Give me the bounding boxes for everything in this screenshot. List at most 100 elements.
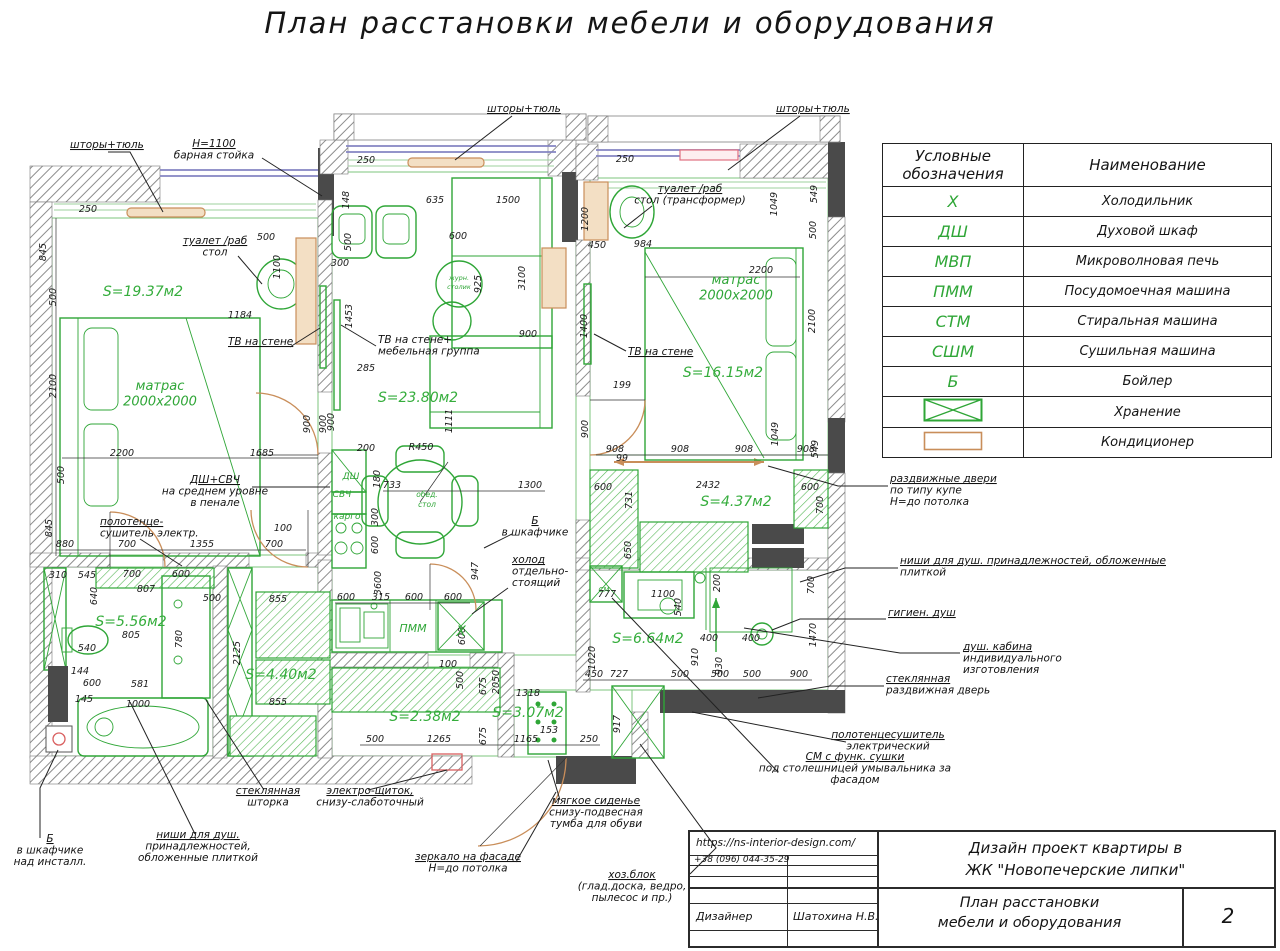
- callout-label: фасадом: [830, 774, 879, 786]
- dimension-text: 917: [612, 715, 623, 733]
- dimension-text: 900: [302, 415, 313, 433]
- coffee-table-icon: [432, 260, 483, 341]
- dimension-text: 500: [257, 232, 275, 243]
- callout-label: Б: [531, 515, 538, 527]
- callout-label: (глад.доска, ведро,: [578, 881, 687, 893]
- door-arc-icon: [589, 399, 646, 456]
- callout-leader-line: [139, 538, 183, 567]
- dimension-text: 600: [172, 569, 190, 580]
- dimension-text: 1355: [190, 539, 214, 550]
- dimension-text: 780: [174, 630, 185, 648]
- dimension-text: 250: [357, 155, 375, 166]
- callout-label: плиткой: [900, 567, 946, 579]
- dimension-text: 855: [269, 697, 287, 708]
- dimension-text: 2200: [749, 265, 773, 276]
- callout-label: принадлежностей,: [145, 841, 250, 853]
- dimension-text: 600: [594, 482, 612, 493]
- dimension-text: 908: [735, 444, 753, 455]
- website-url[interactable]: https://ns-interior-design.com/: [696, 837, 856, 849]
- dimension-text: 900: [519, 329, 537, 340]
- dimension-text: 908: [797, 444, 815, 455]
- callout-label: стеклянная: [886, 673, 950, 685]
- washing-machine-icon: [589, 565, 623, 603]
- equipment-label: СВЧ: [333, 490, 352, 500]
- callout-label: ТВ на стене: [628, 346, 693, 358]
- legend-name: Стиральная машина: [1023, 306, 1272, 337]
- tv-icon: [319, 285, 327, 369]
- dimension-text: 675: [478, 677, 489, 695]
- title-block: https://ns-interior-design.com/ +38 (096…: [688, 830, 1276, 948]
- legend-symbol-text: ДШ: [882, 216, 1024, 247]
- dimension-text: 250: [79, 204, 97, 215]
- drawing-title-line2: мебели и оборудования: [937, 915, 1122, 931]
- dimension-text: 145: [75, 694, 93, 705]
- bed-icon: [59, 317, 261, 557]
- dimension-text: 200: [712, 574, 723, 592]
- dimension-text: 845: [44, 519, 55, 537]
- callout-label: зеркало на фасаде: [415, 851, 521, 863]
- dimension-text: 1300: [518, 480, 542, 491]
- dimension-text: R450: [409, 442, 434, 453]
- dimension-text: 731: [624, 491, 635, 509]
- dimension-text: 144: [71, 666, 89, 677]
- air-conditioner-icon: [407, 157, 485, 168]
- dimension-text: 600: [444, 592, 462, 603]
- dimension-text: 500: [455, 671, 466, 689]
- legend-name: Микроволновая печь: [1023, 246, 1272, 277]
- callout-label: тумба для обуви: [550, 818, 642, 830]
- dimension-text: 600: [370, 536, 381, 554]
- dimension-text: 540: [673, 598, 684, 616]
- dimension-text: 700: [265, 539, 283, 550]
- callout-label: раздвижная дверь: [885, 685, 990, 697]
- dimension-text: 100: [439, 659, 457, 670]
- dimension-text: 700: [815, 496, 826, 514]
- room-area-label: S=3.07м2: [492, 705, 563, 721]
- dimension-text: 99: [616, 453, 628, 464]
- dimension-text: 910: [690, 648, 701, 666]
- wall-box-icon: [679, 149, 739, 161]
- legend-row: Кондиционер: [882, 427, 1272, 458]
- callout-label: хоз.блок: [607, 869, 656, 881]
- dimension-text: 733: [383, 480, 401, 491]
- air-conditioner-symbol-icon: [882, 427, 1024, 458]
- callout-label: холод: [511, 554, 545, 566]
- dimension-text: 153: [540, 725, 558, 736]
- desk-icon: [295, 237, 317, 345]
- callout-label: ТВ на стене: [228, 336, 293, 348]
- legend-name: Холодильник: [1023, 186, 1272, 217]
- dimension-text: 727: [610, 669, 628, 680]
- callout-label: Н=до потолка: [890, 496, 969, 508]
- callout-label: полотенцесушитель: [831, 729, 944, 741]
- equipment-label: СМ: [599, 586, 610, 594]
- legend-header-symbol: Условные обозначения: [882, 143, 1024, 187]
- stove-icon: [331, 513, 367, 569]
- dimension-text: 908: [671, 444, 689, 455]
- callout-label: ниши для душ.: [156, 829, 240, 841]
- dimension-text: 500: [808, 221, 819, 239]
- callout-label: под столешницей умывальника за: [759, 763, 951, 775]
- project-title-line1: Дизайн проект квартиры в: [968, 839, 1183, 857]
- dimension-text: 1685: [250, 448, 274, 459]
- tv-icon: [333, 299, 341, 411]
- shower-icon: [694, 567, 793, 652]
- equipment-label: 2000х2000: [123, 395, 197, 410]
- wardrobe-icon: [639, 521, 749, 573]
- niche-icon: [95, 567, 215, 589]
- designer-name: Шатохина Н.В.: [793, 910, 879, 923]
- dimension-text: 549: [810, 440, 821, 458]
- dimension-text: 100: [274, 523, 292, 534]
- dimension-text: 2125: [232, 641, 243, 665]
- dimension-text: 500: [48, 288, 59, 306]
- legend-symbol-text: Х: [882, 186, 1024, 217]
- dimension-text: 900: [326, 413, 337, 431]
- dimension-text: 310: [49, 570, 67, 581]
- legend-symbol-text: МВП: [882, 246, 1024, 277]
- equipment-label: журн.: [448, 274, 469, 282]
- drawing-title-line1: План расстановки: [959, 895, 1100, 911]
- callout-leader-line: [757, 685, 884, 699]
- callout-leader-line: [261, 157, 323, 197]
- vanity-icon: [623, 571, 695, 619]
